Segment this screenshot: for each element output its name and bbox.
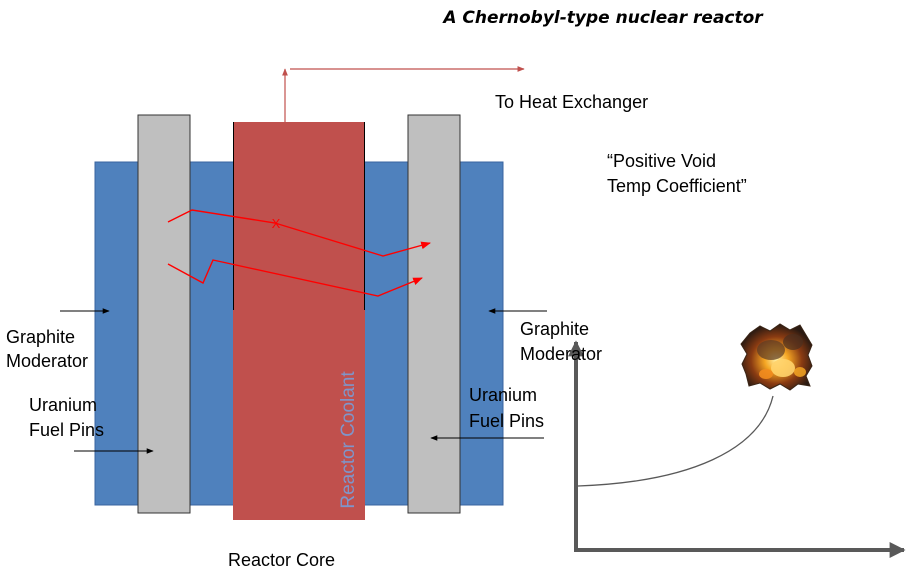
uranium-right-label-line1: Uranium — [469, 385, 538, 405]
graphite-right-label-line2: Moderator — [520, 344, 603, 364]
graphite-right-label-line1: Graphite — [520, 319, 590, 339]
fuel-pin-left — [137, 114, 191, 514]
void-coefficient-curve — [577, 395, 774, 487]
reactor-coolant-label: Reactor Coolant — [338, 371, 359, 509]
void-coefficient-label-line1: “Positive Void — [607, 151, 717, 171]
fuel-pin-right — [407, 114, 461, 514]
uranium-right-label-line2: Fuel Pins — [469, 411, 545, 431]
diagram-title: A Chernobyl-type nuclear reactor — [443, 8, 763, 28]
void-coefficient-label-line2: Temp Coefficient” — [607, 176, 747, 196]
reactor-coolant-channel — [233, 122, 365, 520]
neutron-path-lower — [167, 259, 423, 297]
neutron-path-upper — [167, 209, 431, 257]
graphite-left-label-line1: Graphite — [6, 327, 76, 347]
uranium-left-label-line2: Fuel Pins — [29, 420, 105, 440]
reactor-core-label: Reactor Core — [228, 550, 336, 570]
neutron-absorbed-mark: X — [272, 216, 281, 231]
graphite-left-label-line2: Moderator — [6, 351, 89, 371]
heat-exchanger-label: To Heat Exchanger — [495, 92, 649, 112]
uranium-left-label-line1: Uranium — [29, 395, 98, 415]
explosion-icon — [740, 323, 813, 391]
